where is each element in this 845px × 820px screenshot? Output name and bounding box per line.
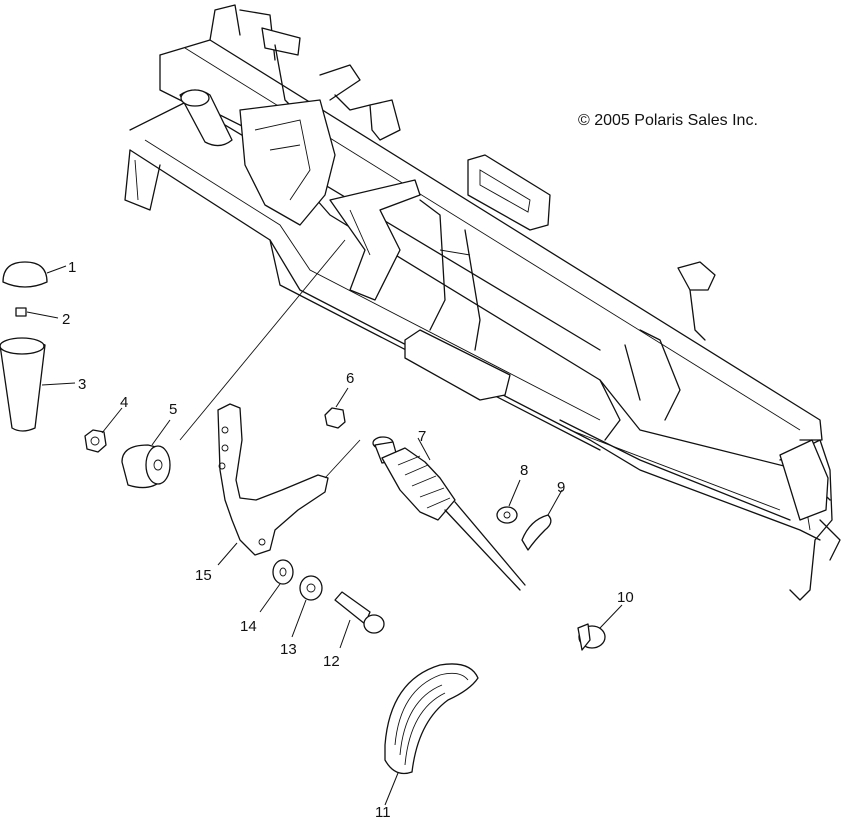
callout-11: 11 xyxy=(375,804,391,820)
callout-2: 2 xyxy=(62,311,70,328)
part-6-nut xyxy=(324,387,349,429)
callout-10: 10 xyxy=(617,589,634,606)
callout-9: 9 xyxy=(557,479,565,496)
part-8-washer xyxy=(496,479,521,524)
part-11-pedal-pad xyxy=(384,663,479,806)
part-15-pedal-arm xyxy=(217,403,361,566)
callout-1: 1 xyxy=(68,259,76,276)
callout-5: 5 xyxy=(169,401,177,418)
callout-6: 6 xyxy=(346,370,354,387)
part-9-clip xyxy=(521,489,563,551)
copyright-notice: © 2005 Polaris Sales Inc. xyxy=(578,112,758,129)
part-13-washer xyxy=(291,575,323,638)
callout-4: 4 xyxy=(120,394,128,411)
part-1-knob-cap xyxy=(2,261,67,288)
callout-15: 15 xyxy=(195,567,212,584)
part-2-screw xyxy=(15,307,59,319)
callout-7: 7 xyxy=(418,428,426,445)
frame-assembly xyxy=(124,4,841,601)
callout-12: 12 xyxy=(323,653,340,670)
part-14-washer xyxy=(259,559,294,613)
part-7-cable xyxy=(372,436,526,591)
part-3-knob xyxy=(0,337,76,432)
callout-8: 8 xyxy=(520,462,528,479)
part-5-bumper xyxy=(121,419,171,489)
callout-13: 13 xyxy=(280,641,297,658)
part-10-clamp xyxy=(577,604,623,651)
callout-14: 14 xyxy=(240,618,257,635)
callout-3: 3 xyxy=(78,376,86,393)
part-4-nut xyxy=(84,407,123,453)
part-12-bolt xyxy=(334,591,385,649)
